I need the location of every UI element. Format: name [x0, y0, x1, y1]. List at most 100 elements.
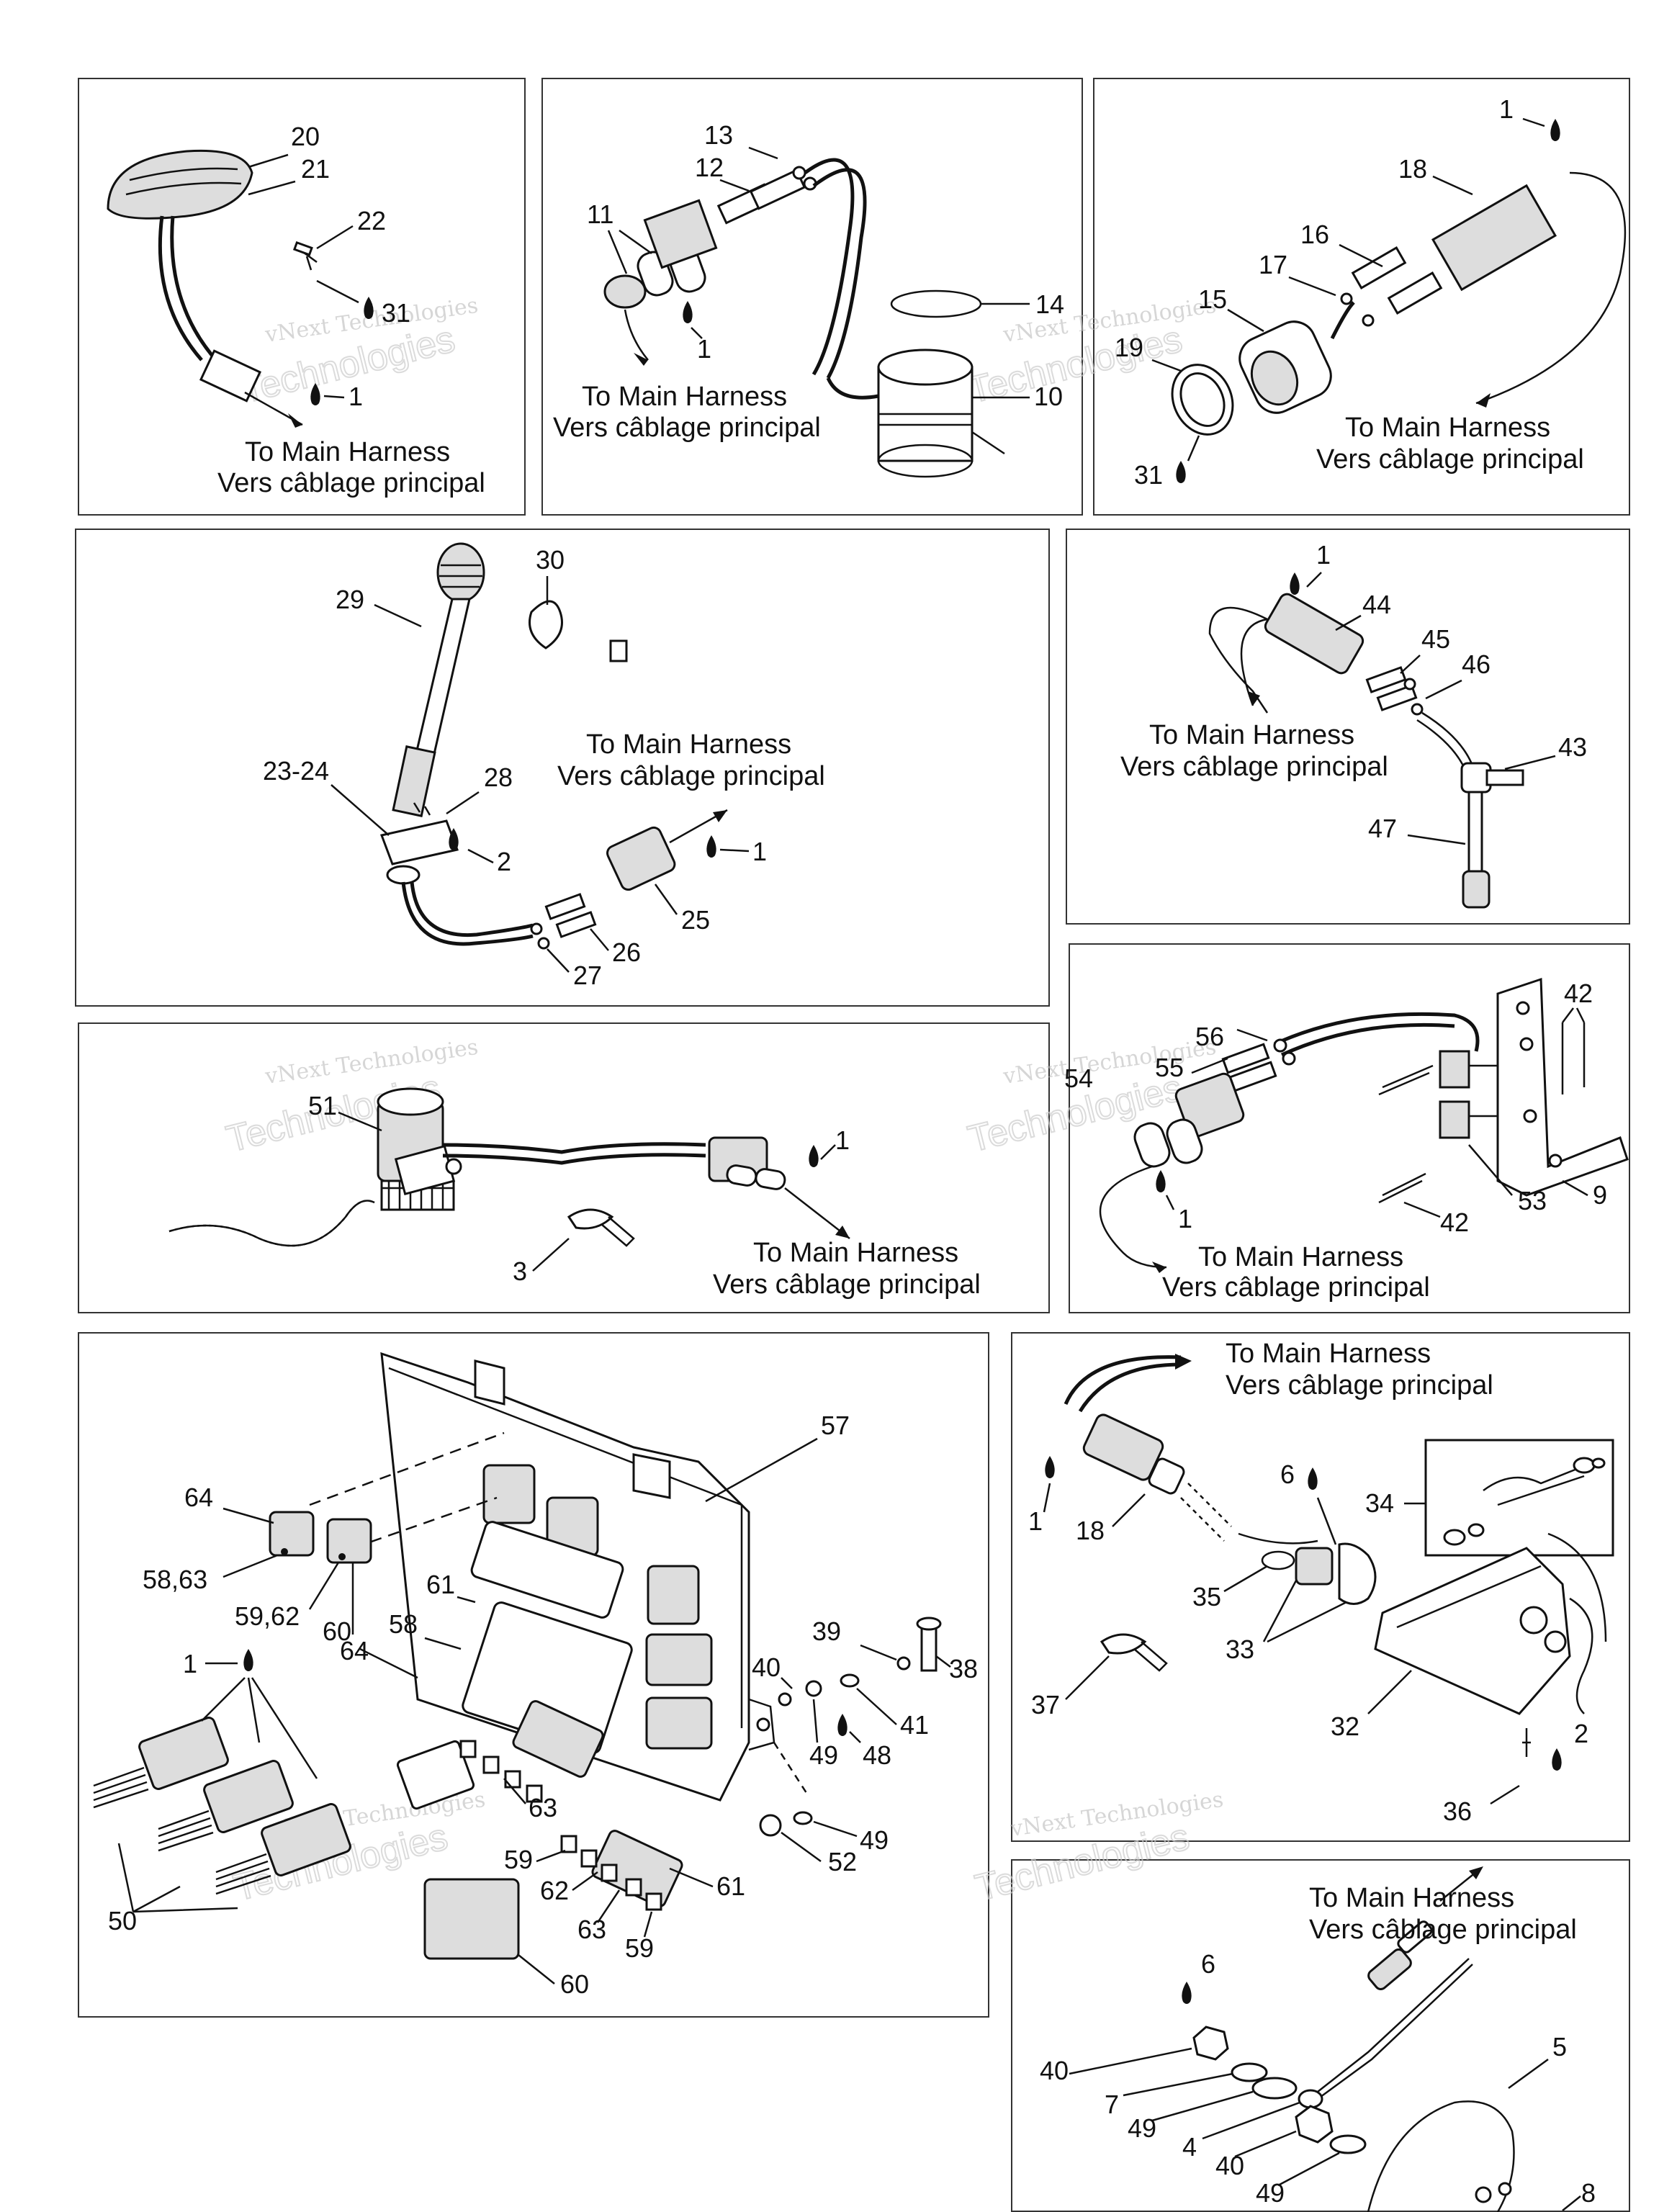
- part-label: 51: [308, 1091, 337, 1120]
- part-label: 59: [504, 1845, 533, 1874]
- harness-label-fr: Vers câblage principal: [217, 468, 485, 498]
- part-label: 1: [183, 1649, 197, 1678]
- part-label: 31: [382, 298, 410, 328]
- part-label: 17: [1259, 250, 1287, 279]
- part-label: 42: [1440, 1208, 1469, 1237]
- part-label: 53: [1518, 1186, 1547, 1215]
- harness-label-en: To Main Harness: [1226, 1339, 1431, 1369]
- part-label: 57: [821, 1411, 850, 1440]
- fuse-box-assembly: [93, 1352, 942, 1960]
- part-label: 28: [484, 763, 513, 792]
- part-label: 29: [336, 585, 364, 614]
- harness-label-fr: Vers câblage principal: [557, 761, 825, 791]
- part-label: 63: [529, 1793, 557, 1822]
- part-label: 49: [1128, 2113, 1156, 2143]
- part-label: 49: [1256, 2178, 1285, 2208]
- part-label: 14: [1035, 289, 1064, 319]
- part-label: 11: [587, 199, 613, 229]
- part-label: 16: [1300, 220, 1329, 249]
- part-label: 2: [497, 847, 511, 876]
- harness-label-en: To Main Harness: [1149, 720, 1354, 750]
- part-label: 49: [860, 1825, 889, 1855]
- part-label: 42: [1564, 979, 1593, 1008]
- part-label: 3: [513, 1256, 527, 1286]
- part-label: 60: [323, 1617, 351, 1646]
- part-label: 40: [1040, 2056, 1069, 2085]
- part-label: 4: [1182, 2132, 1197, 2162]
- panel-fuel-sender: [1066, 529, 1630, 925]
- part-label: 58,63: [143, 1565, 207, 1594]
- part-label: 31: [1134, 460, 1163, 490]
- part-label: 8: [1581, 2178, 1596, 2208]
- trim-sender-assembly: [1064, 1354, 1614, 1757]
- harness-label-en: To Main Harness: [753, 1238, 958, 1268]
- panel-bilge-pump: [78, 1022, 1050, 1313]
- part-label: 1: [1028, 1506, 1043, 1536]
- watermark-text: vNext Technologies: [1001, 1035, 1218, 1089]
- bilge-pump-assembly: [168, 1087, 850, 1247]
- harness-label-fr: Vers câblage principal: [553, 413, 821, 443]
- part-label: 10: [1034, 382, 1063, 411]
- harness-label-fr: Vers câblage principal: [1120, 752, 1388, 782]
- part-label: 59: [625, 1933, 654, 1963]
- harness-label-en: To Main Harness: [586, 729, 791, 760]
- part-label: 55: [1155, 1053, 1184, 1082]
- part-label: 32: [1331, 1712, 1359, 1741]
- fuel-sender-assembly: [1208, 593, 1524, 909]
- part-label: 5: [1552, 2032, 1567, 2062]
- part-label: 63: [577, 1915, 606, 1944]
- harness-label-en: To Main Harness: [582, 382, 787, 412]
- part-label: 12: [695, 153, 724, 182]
- part-label: 39: [812, 1617, 841, 1646]
- harness-label-en: To Main Harness: [245, 437, 450, 467]
- part-label: 19: [1115, 333, 1143, 362]
- part-label: 47: [1368, 814, 1397, 843]
- part-label: 38: [949, 1654, 978, 1683]
- part-label: 30: [536, 545, 565, 575]
- part-label: 13: [704, 120, 733, 150]
- part-label: 40: [752, 1653, 781, 1682]
- part-label: 1: [835, 1125, 850, 1155]
- harness-label-en: To Main Harness: [1309, 1883, 1514, 1913]
- part-label: 23-24: [263, 756, 329, 786]
- part-label: 61: [426, 1570, 455, 1599]
- anchor-light-assembly: [379, 542, 728, 950]
- part-label: 1: [1178, 1204, 1192, 1233]
- part-label: 34: [1365, 1488, 1394, 1518]
- part-label: 54: [1064, 1064, 1093, 1093]
- part-label: 26: [612, 938, 641, 967]
- part-label: 22: [357, 206, 386, 235]
- socket-assembly: [1171, 171, 1627, 436]
- part-label: 36: [1443, 1797, 1472, 1826]
- part-label: 15: [1198, 284, 1227, 314]
- part-label: 41: [900, 1710, 929, 1740]
- part-label: 6: [1280, 1460, 1295, 1489]
- part-label: 61: [716, 1871, 745, 1901]
- part-label: 2: [1574, 1719, 1588, 1748]
- part-label: 7: [1105, 2090, 1119, 2119]
- part-label: 35: [1192, 1582, 1221, 1611]
- part-label: 27: [573, 961, 602, 990]
- watermark-text: vNext Technologies: [263, 1035, 480, 1089]
- part-label: 18: [1398, 154, 1427, 184]
- part-label: 18: [1076, 1516, 1105, 1545]
- harness-label-en: To Main Harness: [1345, 413, 1550, 443]
- part-label: 6: [1201, 1949, 1215, 1979]
- part-label: 25: [681, 905, 710, 935]
- part-label: 52: [828, 1847, 857, 1876]
- part-label: 9: [1593, 1180, 1607, 1210]
- part-label: 40: [1215, 2151, 1244, 2180]
- harness-label-fr: Vers câblage principal: [1162, 1272, 1430, 1303]
- part-label: 37: [1031, 1690, 1060, 1719]
- part-label: 1: [1316, 540, 1331, 570]
- part-label: 20: [291, 122, 320, 151]
- part-label: 50: [108, 1906, 137, 1936]
- harness-label-en: To Main Harness: [1198, 1242, 1403, 1272]
- part-label: 58: [389, 1609, 418, 1639]
- part-label: 48: [863, 1740, 891, 1770]
- part-label: 33: [1226, 1635, 1254, 1664]
- speed-sender-assembly: [1192, 1866, 1515, 2212]
- part-label: 59,62: [235, 1601, 300, 1631]
- switch-bracket-assembly: [1099, 977, 1629, 1273]
